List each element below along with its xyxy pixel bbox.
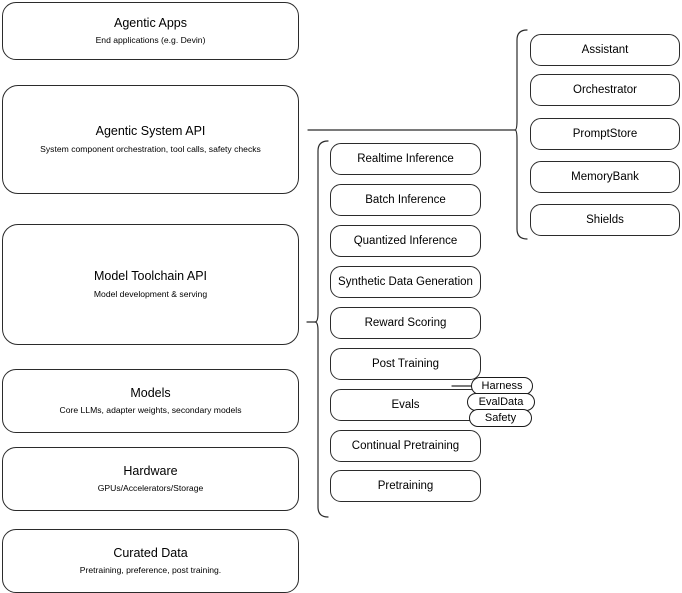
- system-component-promptstore[interactable]: PromptStore: [530, 118, 680, 150]
- component-label: Orchestrator: [573, 83, 637, 96]
- component-label: Pretraining: [377, 479, 434, 492]
- layer-subtitle: GPUs/Accelerators/Storage: [97, 483, 204, 494]
- evals-subcomponent-safety[interactable]: Safety: [469, 409, 532, 427]
- layer-title: Hardware: [123, 463, 178, 478]
- pill-label: EvalData: [478, 396, 524, 408]
- toolchain-component-quantized-inference[interactable]: Quantized Inference: [330, 225, 481, 257]
- layer-title: Curated Data: [113, 545, 188, 560]
- layer-title: Agentic System API: [95, 124, 206, 139]
- toolchain-component-synthetic-data-generation[interactable]: Synthetic Data Generation: [330, 266, 481, 298]
- toolchain-component-continual-pretraining[interactable]: Continual Pretraining: [330, 430, 481, 462]
- pill-label: Harness: [481, 380, 523, 392]
- stack-layer-hardware[interactable]: Hardware GPUs/Accelerators/Storage: [2, 447, 299, 511]
- layer-subtitle: System component orchestration, tool cal…: [40, 143, 261, 154]
- component-label: Post Training: [371, 357, 440, 370]
- toolchain-component-reward-scoring[interactable]: Reward Scoring: [330, 307, 481, 339]
- component-label: MemoryBank: [571, 170, 639, 183]
- stack-layer-agentic-apps[interactable]: Agentic Apps End applications (e.g. Devi…: [2, 2, 299, 60]
- toolchain-component-pretraining[interactable]: Pretraining: [330, 470, 481, 502]
- brace-system-components: [514, 29, 528, 240]
- toolchain-component-post-training[interactable]: Post Training: [330, 348, 481, 380]
- system-component-orchestrator[interactable]: Orchestrator: [530, 74, 680, 106]
- layer-subtitle: Pretraining, preference, post training.: [79, 565, 222, 576]
- layer-title: Model Toolchain API: [93, 269, 208, 284]
- system-component-assistant[interactable]: Assistant: [530, 34, 680, 66]
- pill-label: Safety: [484, 412, 517, 424]
- system-component-memorybank[interactable]: MemoryBank: [530, 161, 680, 193]
- stack-layer-models[interactable]: Models Core LLMs, adapter weights, secon…: [2, 369, 299, 433]
- component-label: Reward Scoring: [364, 316, 447, 329]
- component-label: Synthetic Data Generation: [338, 275, 473, 288]
- component-label: Evals: [391, 398, 420, 411]
- component-label: Assistant: [581, 43, 629, 56]
- layer-subtitle: Core LLMs, adapter weights, secondary mo…: [59, 405, 242, 416]
- component-label: PromptStore: [572, 127, 638, 140]
- layer-subtitle: Model development & serving: [93, 288, 208, 299]
- layer-title: Agentic Apps: [114, 15, 187, 30]
- evals-subcomponent-harness[interactable]: Harness: [471, 377, 533, 395]
- toolchain-component-evals[interactable]: Evals: [330, 389, 481, 421]
- layer-title: Models: [130, 385, 171, 400]
- evals-subcomponent-evaldata[interactable]: EvalData: [467, 393, 535, 411]
- component-label: Shields: [586, 213, 624, 226]
- stack-layer-model-toolchain-api[interactable]: Model Toolchain API Model development & …: [2, 224, 299, 345]
- brace-toolchain-components: [314, 140, 329, 518]
- stack-layer-agentic-system-api[interactable]: Agentic System API System component orch…: [2, 85, 299, 194]
- component-label: Quantized Inference: [353, 234, 458, 247]
- system-component-shields[interactable]: Shields: [530, 204, 680, 236]
- component-label: Realtime Inference: [357, 152, 454, 165]
- component-label: Batch Inference: [365, 193, 446, 206]
- layer-subtitle: End applications (e.g. Devin): [95, 35, 206, 46]
- component-label: Continual Pretraining: [351, 439, 460, 452]
- toolchain-component-realtime-inference[interactable]: Realtime Inference: [330, 143, 481, 175]
- stack-layer-curated-data[interactable]: Curated Data Pretraining, preference, po…: [2, 529, 299, 593]
- toolchain-component-batch-inference[interactable]: Batch Inference: [330, 184, 481, 216]
